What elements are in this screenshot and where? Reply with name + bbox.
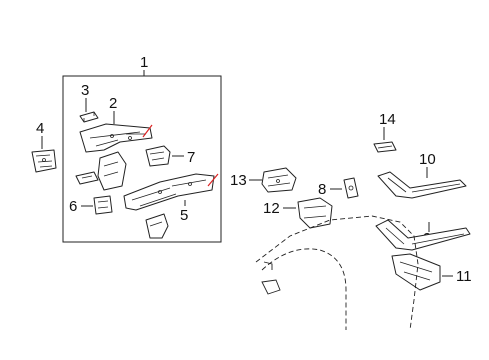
part-5-lower-member: [123, 173, 215, 211]
part-clip: [75, 171, 99, 185]
part-2-upper-member: [79, 123, 153, 153]
callout-4[interactable]: 4: [36, 120, 44, 137]
part-lower-bracket: [145, 213, 169, 239]
callout-7[interactable]: 7: [187, 149, 195, 166]
cut-mark-upper: [142, 124, 153, 138]
part-8-bracket: [343, 177, 359, 199]
part-14-block: [373, 141, 397, 153]
callout-6[interactable]: 6: [69, 198, 77, 215]
callout-5[interactable]: 5: [180, 207, 188, 224]
callout-12[interactable]: 12: [263, 200, 280, 217]
part-6-block: [93, 195, 113, 215]
callout-3[interactable]: 3: [81, 82, 89, 99]
callout-1[interactable]: 1: [140, 54, 148, 71]
part-10-rail: [377, 171, 467, 199]
part-12-wheelhouse: [297, 197, 333, 229]
callout-13[interactable]: 13: [230, 172, 247, 189]
callout-8[interactable]: 8: [318, 181, 326, 198]
callout-2[interactable]: 2: [109, 95, 117, 112]
assembly-group-frame: [62, 75, 222, 243]
cut-mark-lower: [207, 173, 219, 187]
callout-14[interactable]: 14: [379, 111, 396, 128]
fender-outline: [255, 215, 419, 331]
part-7-bracket: [145, 145, 171, 167]
part-inner-brace: [97, 151, 127, 191]
part-13-bracket: [261, 167, 297, 193]
part-9-rail: [375, 219, 471, 251]
callout-11[interactable]: 11: [456, 268, 472, 285]
part-3-block: [79, 111, 99, 123]
callout-10[interactable]: 10: [419, 151, 436, 168]
part-4-bracket: [31, 149, 57, 173]
